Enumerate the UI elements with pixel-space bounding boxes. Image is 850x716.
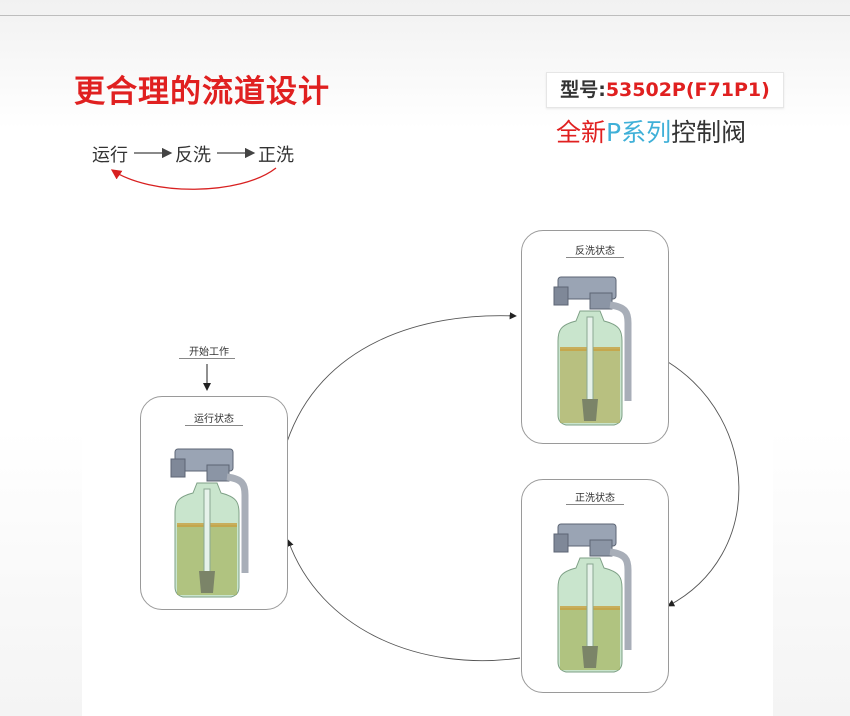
arrow-run-to-backwash bbox=[286, 312, 517, 443]
model-code: 53502P(F71P1) bbox=[605, 79, 770, 101]
state-title-run: 运行状态 bbox=[194, 414, 234, 425]
series-part-valve: 控制阀 bbox=[671, 118, 747, 147]
state-card-rinse: 正洗状态 bbox=[521, 479, 669, 693]
state-title-rinse: 正洗状态 bbox=[575, 493, 615, 504]
model-prefix: 型号: bbox=[560, 79, 606, 101]
softener-tank-run bbox=[170, 448, 249, 598]
series-part-new: 全新 bbox=[556, 118, 607, 147]
headline: 更合理的流道设计 bbox=[74, 74, 330, 110]
state-title-rule bbox=[566, 257, 624, 258]
state-title-rule bbox=[185, 425, 243, 426]
top-divider bbox=[0, 15, 850, 16]
softener-tank-rinse bbox=[553, 523, 632, 673]
series-title: 全新P系列控制阀 bbox=[556, 113, 746, 149]
state-card-run: 运行状态 bbox=[140, 396, 288, 610]
arrow-backwash-to-rinse bbox=[667, 361, 740, 607]
state-card-backwash: 反洗状态 bbox=[521, 230, 669, 444]
flow-step-rinse: 正洗 bbox=[258, 145, 294, 166]
state-title-backwash: 反洗状态 bbox=[575, 246, 615, 257]
flow-step-run: 运行 bbox=[92, 145, 128, 166]
start-label: 开始工作 bbox=[189, 347, 229, 358]
softener-tank-backwash bbox=[553, 276, 632, 426]
start-label-rule bbox=[179, 358, 235, 359]
state-title-rule bbox=[566, 504, 624, 505]
series-part-p: P系列 bbox=[606, 118, 672, 147]
flow-return-arrow bbox=[110, 167, 277, 190]
arrow-rinse-to-run bbox=[286, 539, 521, 662]
flow-step-backwash: 反洗 bbox=[175, 145, 211, 166]
model-badge: 型号:53502P(F71P1) bbox=[546, 72, 784, 108]
